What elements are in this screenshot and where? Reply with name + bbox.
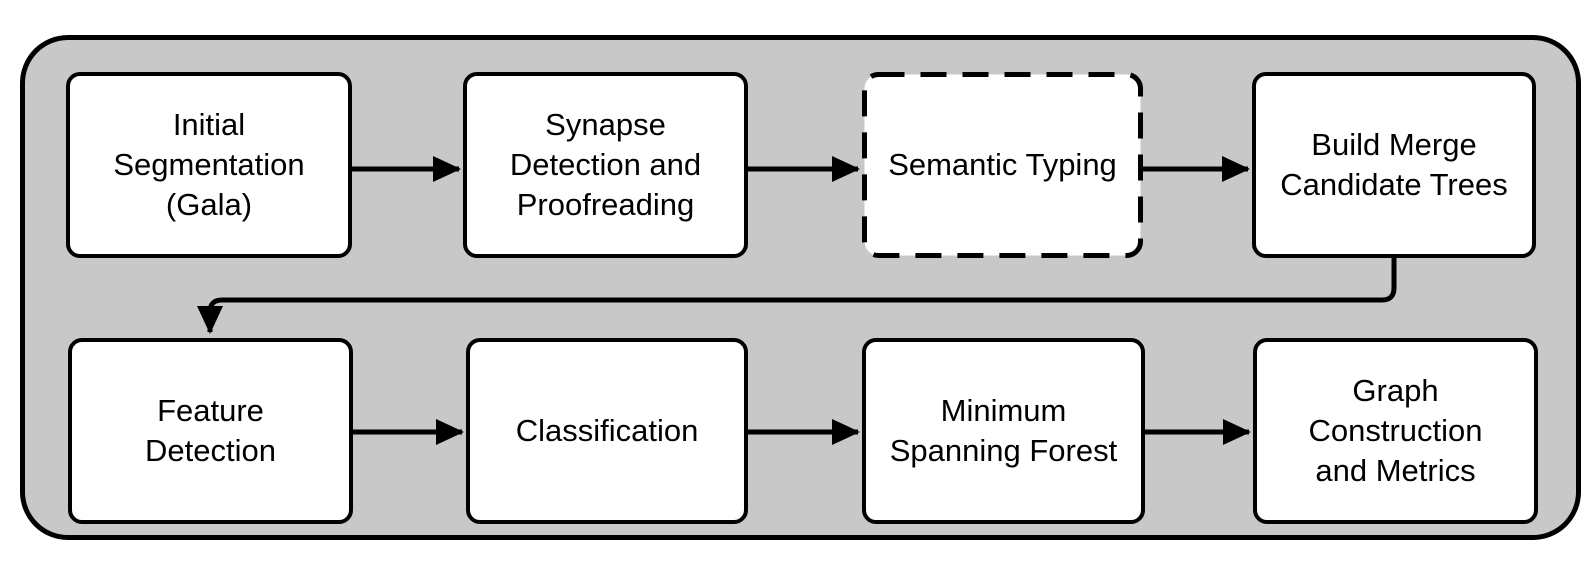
node-feature-detection: Feature Detection [68, 338, 353, 524]
node-synapse-detection-proofreading: Synapse Detection and Proofreading [463, 72, 748, 258]
node-label: Graph Construction and Metrics [1308, 373, 1483, 488]
edge-arrow-feedback [197, 258, 1397, 334]
node-initial-segmentation: Initial Segmentation (Gala) [66, 72, 352, 258]
node-label: Semantic Typing [888, 147, 1117, 182]
node-graph-construction-metrics: Graph Construction and Metrics [1253, 338, 1538, 524]
node-label: Minimum Spanning Forest [889, 393, 1118, 468]
node-label: Synapse Detection and Proofreading [509, 107, 702, 222]
node-build-merge-candidate-trees: Build Merge Candidate Trees [1252, 72, 1536, 258]
node-semantic-typing: Semantic Typing [862, 72, 1143, 258]
node-label: Classification [515, 413, 699, 448]
node-label: Initial Segmentation (Gala) [113, 107, 305, 222]
dashed-border [862, 72, 1143, 258]
node-minimum-spanning-forest: Minimum Spanning Forest [862, 338, 1145, 524]
node-classification: Classification [466, 338, 748, 524]
node-label: Build Merge Candidate Trees [1280, 127, 1508, 202]
node-label: Feature Detection [145, 393, 276, 468]
